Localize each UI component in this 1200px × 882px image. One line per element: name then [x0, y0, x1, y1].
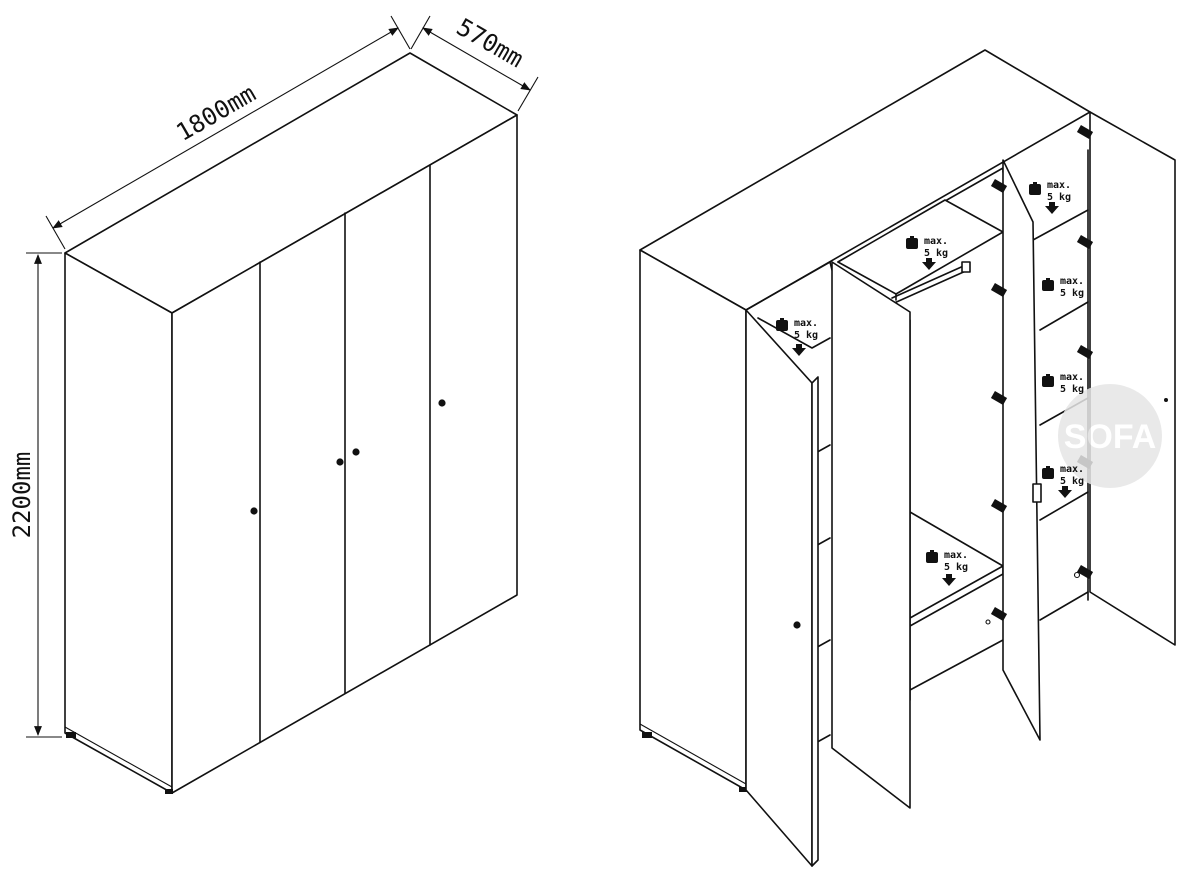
- height-dimension: 2200mm: [8, 252, 62, 738]
- svg-text:5 kg: 5 kg: [794, 330, 818, 341]
- svg-text:5 kg: 5 kg: [924, 248, 948, 259]
- down-arrow-icon: [792, 344, 806, 356]
- shelf-pin-icon: [985, 619, 991, 625]
- svg-text:max.: max.: [1060, 464, 1084, 475]
- hanging-rail: [891, 261, 971, 305]
- hinge-icon: [990, 607, 1008, 621]
- svg-text:max.: max.: [794, 318, 818, 329]
- svg-text:max.: max.: [1047, 180, 1071, 191]
- hinge-icon: [990, 179, 1008, 193]
- door-knob: [793, 621, 801, 629]
- hinge-icon: [1076, 565, 1094, 579]
- load-label: max. 5 kg: [906, 236, 948, 270]
- door-knob: [438, 399, 446, 407]
- width-dimension-line: [52, 27, 399, 229]
- down-arrow-icon: [922, 258, 936, 270]
- extension-line: [390, 15, 411, 50]
- load-labels: max. 5 kg max. 5 kg max. 5 kg max. 5 kg …: [776, 180, 1084, 586]
- down-arrow-icon: [942, 574, 956, 586]
- hinge-icon: [1076, 125, 1094, 139]
- down-arrow-icon: [1058, 486, 1072, 498]
- shelf: [1032, 209, 1089, 241]
- cabinet-side: [639, 249, 747, 791]
- shelf: [1039, 491, 1089, 521]
- svg-text:max.: max.: [1060, 372, 1084, 383]
- hinge-icon: [990, 391, 1008, 405]
- foot: [642, 732, 652, 738]
- open-door: [745, 309, 813, 867]
- depth-dimension-line: [422, 27, 531, 91]
- cabinet-side: [64, 252, 173, 794]
- foot: [66, 732, 76, 738]
- weight-icon: [906, 236, 918, 249]
- down-arrow-icon: [1045, 202, 1059, 214]
- height-label: 2200mm: [8, 452, 36, 539]
- hinge-icon: [990, 499, 1008, 513]
- svg-text:max.: max.: [1060, 276, 1084, 287]
- load-label: max. 5 kg: [1029, 180, 1071, 214]
- plinth-line: [639, 723, 747, 785]
- hinge-icon: [1076, 345, 1094, 359]
- open-door: [831, 261, 911, 809]
- door-edge: [811, 376, 819, 867]
- weight-icon: [1042, 466, 1054, 479]
- depth-label: 570mm: [452, 13, 529, 73]
- load-label: max. 5 kg: [1042, 464, 1084, 498]
- shelf-pin-icon: [1073, 571, 1081, 579]
- load-label: max. 5 kg: [1042, 372, 1084, 395]
- shelf: [1039, 591, 1089, 621]
- extension-line: [517, 76, 539, 112]
- svg-text:5 kg: 5 kg: [1060, 384, 1084, 395]
- foot: [739, 787, 747, 792]
- weight-icon: [776, 318, 788, 331]
- door-knob: [336, 458, 344, 466]
- width-label: 1800mm: [171, 79, 260, 147]
- plinth-line: [64, 726, 173, 788]
- door-latch: [1032, 483, 1042, 503]
- hinge-icon: [990, 283, 1008, 297]
- door-knob: [250, 507, 258, 515]
- shelf: [909, 511, 1004, 567]
- svg-text:5 kg: 5 kg: [1060, 476, 1084, 487]
- load-label: max. 5 kg: [1042, 276, 1084, 299]
- open-wardrobe: [639, 49, 1176, 867]
- open-door: [1089, 111, 1176, 646]
- svg-text:max.: max.: [944, 550, 968, 561]
- svg-text:5 kg: 5 kg: [1060, 288, 1084, 299]
- extension-line: [45, 215, 66, 250]
- door-knob: [1164, 398, 1168, 402]
- weight-icon: [926, 550, 938, 563]
- foot: [165, 789, 173, 794]
- extension-line: [410, 15, 431, 50]
- closed-wardrobe: [64, 52, 518, 794]
- svg-text:5 kg: 5 kg: [1047, 192, 1071, 203]
- open-door: [1002, 159, 1041, 741]
- weight-icon: [1029, 182, 1041, 195]
- shelf: [909, 565, 1004, 627]
- svg-text:5 kg: 5 kg: [944, 562, 968, 573]
- shelf: [909, 639, 1004, 691]
- watermark-text: SOFA: [1064, 418, 1157, 456]
- svg-text:max.: max.: [924, 236, 948, 247]
- watermark: SOFA: [1058, 384, 1162, 488]
- load-label: max. 5 kg: [926, 550, 968, 586]
- weight-icon: [1042, 278, 1054, 291]
- shelf: [1039, 301, 1089, 331]
- load-label: max. 5 kg: [776, 318, 818, 356]
- hinge-icon: [1076, 235, 1094, 249]
- door-knob: [352, 448, 360, 456]
- weight-icon: [1042, 374, 1054, 387]
